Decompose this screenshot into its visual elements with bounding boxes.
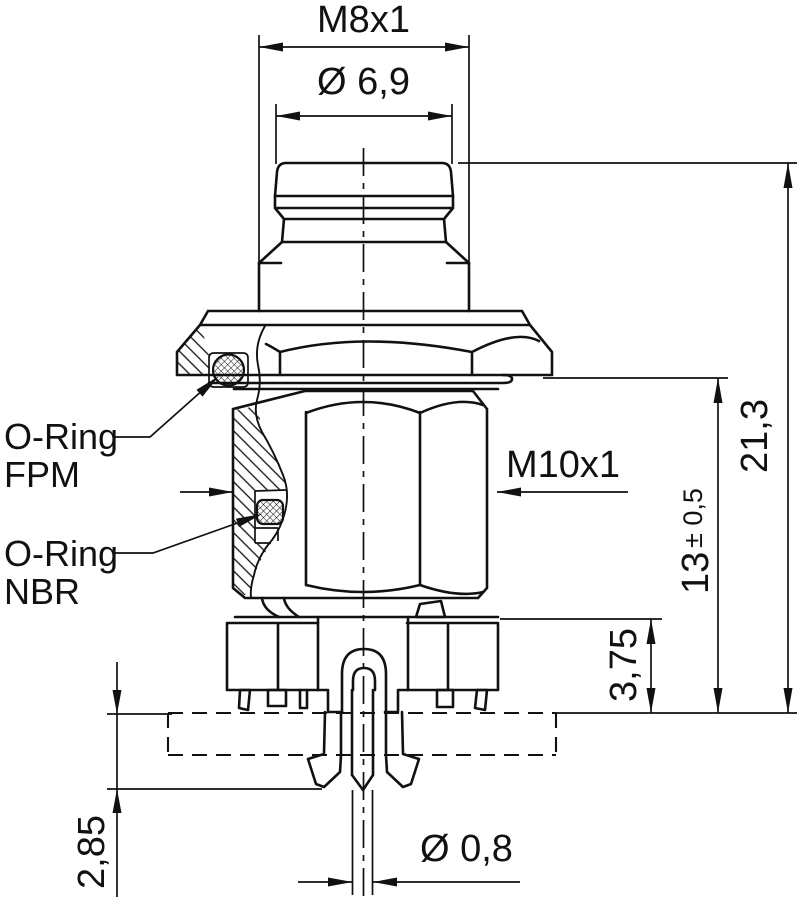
solder-feet	[237, 688, 489, 712]
dim-d08-lines	[298, 790, 520, 895]
dim-213-lines	[458, 162, 797, 713]
o-ring-fpm-section	[211, 353, 246, 387]
dim-m10x1-label: M10x1	[506, 444, 620, 486]
dimension-arrows	[112, 42, 793, 887]
oring-nbr-label-line1: O-Ring	[4, 533, 118, 574]
dim-m8x1-label: M8x1	[317, 0, 410, 41]
section-cut	[176, 325, 289, 598]
m8-cylinder	[257, 261, 471, 313]
dim-d69-label: Ø 6,9	[317, 61, 410, 103]
dimension-lines	[107, 35, 797, 897]
arrow-d08-right	[373, 877, 397, 887]
dim-d08-label: Ø 0,8	[420, 828, 513, 870]
dim-285-lines	[107, 662, 322, 897]
plug-cap-band	[273, 194, 455, 221]
latch-leg-right	[384, 710, 421, 789]
under-body-tabs	[260, 596, 447, 619]
arrow-13-bottom	[713, 688, 723, 713]
arrow-375-bottom	[646, 688, 656, 713]
arrow-m8-right	[445, 42, 469, 52]
center-housing	[316, 615, 410, 714]
arrow-213-top	[783, 163, 793, 188]
arrow-213-bottom	[783, 688, 793, 713]
oring-nbr-label-line2: NBR	[4, 571, 80, 612]
contact-block-left	[225, 621, 320, 692]
dim-285-label: 2,85	[71, 815, 113, 889]
oring-fpm-label-line1: O-Ring	[4, 416, 118, 457]
component-outline	[175, 161, 554, 792]
arrow-m10-right	[497, 487, 521, 497]
arrow-375-top	[646, 619, 656, 644]
flange-washer-lip	[207, 373, 514, 391]
arrow-13-top	[713, 378, 723, 403]
leader-oring-nbr	[115, 522, 238, 554]
arrow-m10-left	[209, 487, 233, 497]
plug-neck	[280, 217, 448, 244]
dim-13-label: 13	[675, 552, 717, 594]
arrow-285-top	[112, 690, 122, 714]
arrow-leader-nbr	[236, 514, 262, 527]
break-line	[249, 325, 289, 598]
dim-375-label: 3,75	[603, 628, 645, 702]
flange-top-plate	[198, 309, 532, 327]
latch-arch-inner	[351, 666, 377, 692]
dim-13-tolerance-label: ± 0,5	[678, 488, 708, 548]
center-pin	[350, 688, 375, 792]
plug-cap	[273, 161, 455, 198]
panel-hidden-lines	[166, 711, 558, 757]
arrow-m8-left	[259, 42, 283, 52]
flange-section-hatch	[176, 326, 209, 374]
hex-body	[231, 389, 489, 600]
dim-213-label: 21,3	[734, 399, 776, 473]
arrow-d69-right	[428, 111, 452, 121]
arrow-d69-left	[276, 111, 300, 121]
arrow-285-bottom	[112, 789, 122, 813]
contact-block-right	[405, 621, 500, 692]
body-wall-section-hatch	[234, 406, 287, 595]
dim-m8x1-lines	[258, 35, 470, 263]
fpm-groove	[208, 352, 249, 388]
plug-flare	[257, 240, 471, 265]
latch-arch-outer	[340, 647, 388, 714]
oring-fpm-label-line2: FPM	[4, 454, 80, 495]
hex-body-facets	[304, 400, 485, 596]
arrow-d08-left	[328, 877, 353, 887]
o-ring-nbr-section	[255, 498, 285, 526]
flange-hex-facets	[264, 335, 541, 377]
dimension-labels: M8x1 Ø 6,9 M10x1 21,3 13 ± 0,5 3,75 2,85…	[4, 0, 776, 889]
latch-leg-left	[306, 710, 343, 789]
arrow-leader-fpm	[196, 376, 219, 397]
dim-d69-lines	[275, 104, 453, 164]
dim-13-lines	[543, 377, 728, 713]
leader-oring-fpm	[115, 392, 201, 438]
